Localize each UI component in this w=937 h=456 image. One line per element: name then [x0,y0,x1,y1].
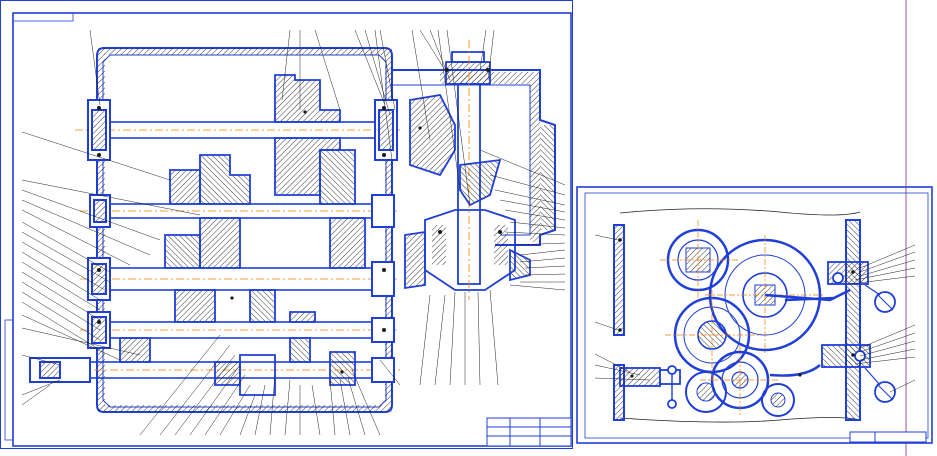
gear-set [119,74,366,396]
side-leader-lines [594,234,916,393]
side-left-handle [619,365,681,409]
bevel-gear-pair [409,94,516,291]
main-sheet-outer-border [0,0,573,449]
gearbox-housing [96,47,393,413]
title-block-side [849,431,927,443]
side-fastener-markers [618,238,855,378]
leader-lines-bottom [139,289,499,436]
fastener-markers [97,68,502,374]
leader-lines-left [21,29,201,406]
side-gears [666,228,822,417]
side-sheet-inner-frame [584,192,929,439]
side-housing-walls [613,219,861,421]
main-sheet-side-strip [4,319,14,441]
main-sheet-frame [12,12,572,447]
side-sheet-frame [576,186,933,444]
main-sheet-corner-stamp [12,12,74,22]
shaft-3 [80,267,400,291]
side-housing-top-edge [619,208,861,216]
leader-lines-top [281,29,495,206]
side-shift-mechanism [821,261,896,403]
shaft-1 [75,121,400,139]
right-bearings [371,99,398,383]
side-housing-bottom-edge [619,417,861,423]
shaft-2 [80,203,400,219]
lower-bearing-housing [404,230,531,290]
left-bearings [29,99,111,383]
title-block-main [486,417,572,447]
leader-lines-right [479,149,566,291]
shaft-4 [80,321,400,339]
main-assembly-sheet [0,0,573,449]
side-view-sheet [576,0,933,456]
